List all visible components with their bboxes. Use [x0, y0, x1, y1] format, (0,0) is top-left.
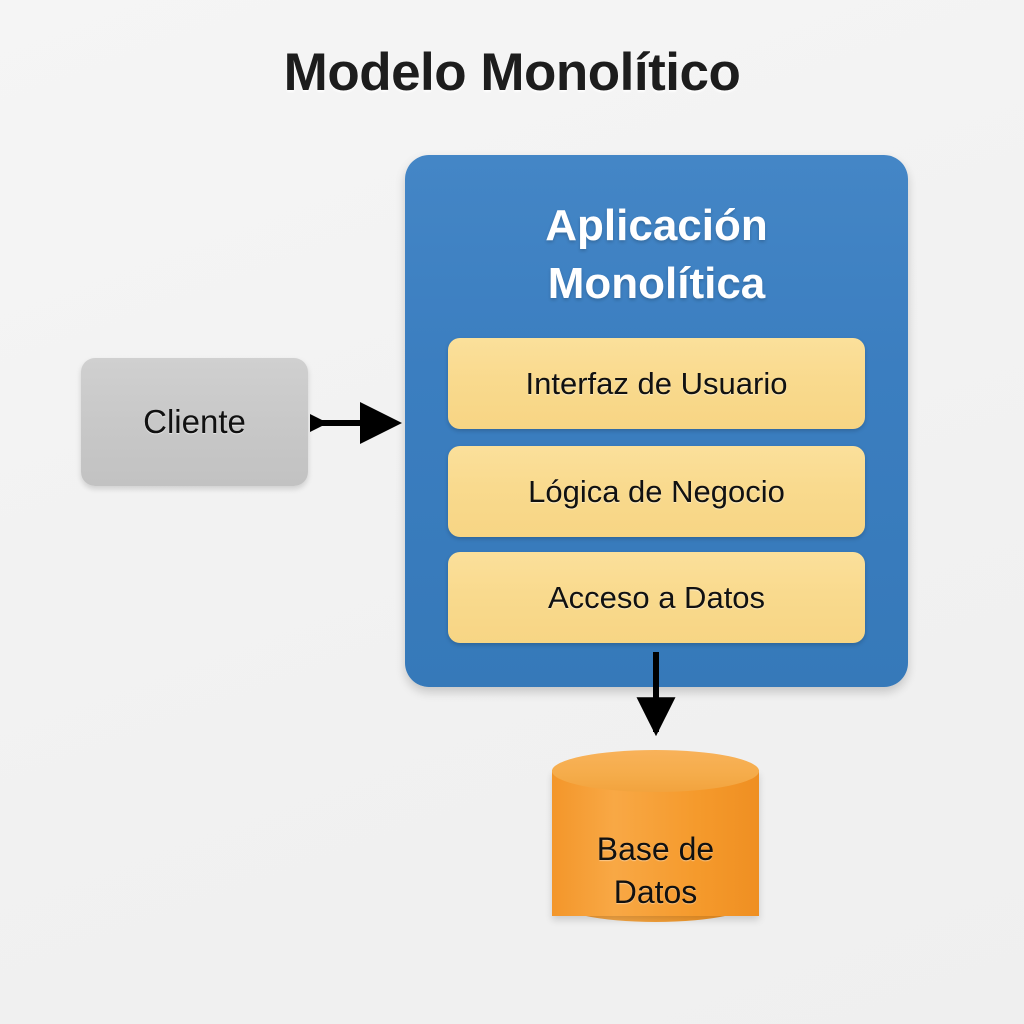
- monolith-title: Aplicación Monolítica: [405, 197, 908, 313]
- layer-label: Lógica de Negocio: [528, 473, 785, 509]
- monolith-to-database-arrow-icon: [636, 652, 676, 737]
- client-label: Cliente: [143, 403, 246, 440]
- cylinder-top-ellipse: [552, 750, 759, 792]
- layer-acceso-a-datos[interactable]: Acceso a Datos: [448, 552, 865, 643]
- layer-label: Acceso a Datos: [547, 579, 766, 615]
- layer-logica-de-negocio[interactable]: Lógica de Negocio: [448, 446, 865, 537]
- layer-interfaz-de-usuario[interactable]: Interfaz de Usuario: [448, 338, 865, 429]
- layer-label: Interfaz de Usuario: [525, 365, 788, 401]
- cylinder-body: [552, 770, 759, 916]
- monolith-title-line-2: Monolítica: [547, 259, 766, 309]
- database-label-line-1: Base de: [596, 831, 715, 867]
- database-label-line-2: Datos: [613, 874, 698, 911]
- monolithic-application-node[interactable]: Aplicación Monolítica Interfaz de Usuari…: [405, 155, 908, 687]
- database-label: Base de Datos: [552, 828, 759, 914]
- client-node[interactable]: Cliente: [81, 358, 308, 486]
- client-to-monolith-arrow-icon: [310, 402, 402, 444]
- monolith-title-line-1: Aplicación: [545, 201, 768, 250]
- database-node[interactable]: Base de Datos: [552, 750, 759, 936]
- page-title: Modelo Monolítico: [283, 43, 741, 102]
